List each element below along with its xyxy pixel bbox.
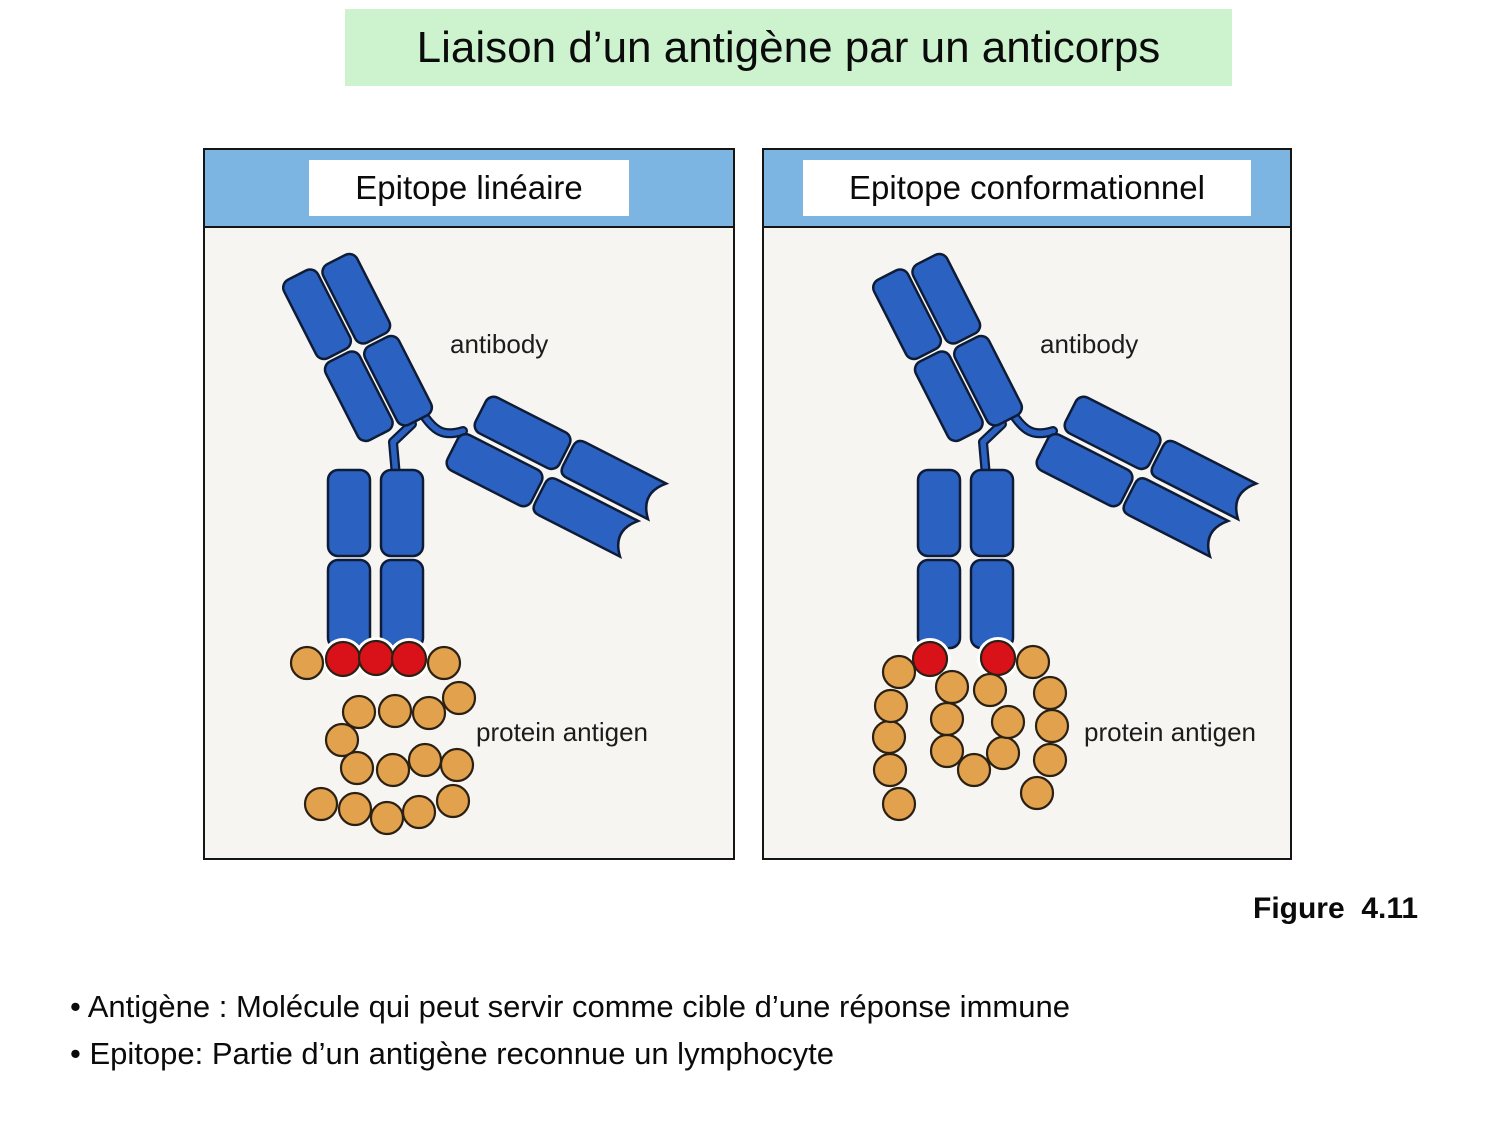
diagram-epitope-conformationnel: antibody protein antigen <box>764 150 1290 822</box>
antigen-residue <box>990 704 1026 740</box>
panel-epitope-conformationnel: Epitope conformationnel antibody protein… <box>762 148 1292 860</box>
antigen-residue <box>407 742 443 778</box>
antigen-residue <box>375 752 411 788</box>
antigen-residue <box>881 786 917 822</box>
antigen-residue <box>972 672 1008 708</box>
antibody-structure <box>870 247 1256 648</box>
antigen-residue <box>929 701 965 737</box>
antigen-residue <box>871 719 907 755</box>
antigen-residue <box>1032 742 1068 778</box>
antigen-residue <box>337 791 373 827</box>
antigen-residue <box>1032 675 1068 711</box>
panel-header-label: Epitope linéaire <box>309 160 629 216</box>
panel-header-band: Epitope linéaire <box>205 150 733 228</box>
antigen-residue <box>934 669 970 705</box>
antigen-residue <box>426 645 462 681</box>
protein-antigen-label: protein antigen <box>476 717 648 747</box>
epitope-residue <box>357 639 395 677</box>
antigen-residue <box>1034 708 1070 744</box>
epitope-residue <box>324 640 362 678</box>
epitope-residue <box>390 640 428 678</box>
antigen-residue <box>1019 775 1055 811</box>
definition-bullets: • Antigène : Molécule qui peut servir co… <box>70 983 1070 1077</box>
slide-title: Liaison d’un antigène par un anticorps <box>345 9 1232 86</box>
antigen-residue <box>411 695 447 731</box>
antigen-residue <box>441 680 477 716</box>
antigen-residue <box>929 733 965 769</box>
bullet-epitope: • Epitope: Partie d’un antigène reconnue… <box>70 1036 834 1071</box>
antigen-residue <box>1015 644 1051 680</box>
antigen-residue <box>956 752 992 788</box>
antibody-label: antibody <box>450 329 548 359</box>
bullet-antigene: • Antigène : Molécule qui peut servir co… <box>70 989 1070 1024</box>
panel-header-band: Epitope conformationnel <box>764 150 1290 228</box>
antigen-residue <box>873 688 909 724</box>
antigen-residue <box>324 722 360 758</box>
diagram-epitope-lineaire: antibody protein antigen <box>205 150 733 836</box>
antigen-residue <box>401 794 437 830</box>
protein-antigen-label: protein antigen <box>1084 717 1256 747</box>
antibody-label: antibody <box>1040 329 1138 359</box>
epitope-residue <box>911 640 949 678</box>
antigen-residue <box>303 786 339 822</box>
panel-header-label: Epitope conformationnel <box>803 160 1251 216</box>
antigen-residue <box>872 752 908 788</box>
antigen-residue <box>985 735 1021 771</box>
epitope-residue <box>979 639 1017 677</box>
antigen-residue <box>439 747 475 783</box>
panel-epitope-lineaire: Epitope linéaire antibody protein antige… <box>203 148 735 860</box>
antigen-residue <box>369 800 405 836</box>
antigen-residue <box>289 645 325 681</box>
antigen-residue <box>377 693 413 729</box>
antigen-residue <box>341 694 377 730</box>
antigen-residue <box>435 783 471 819</box>
antigen-residue <box>339 750 375 786</box>
antigen-chain-left <box>289 637 477 836</box>
antigen-residue <box>881 654 917 690</box>
antibody-structure <box>280 247 666 648</box>
antigen-chain-right <box>871 637 1070 822</box>
figure-caption: Figure 4.11 <box>1253 892 1419 925</box>
